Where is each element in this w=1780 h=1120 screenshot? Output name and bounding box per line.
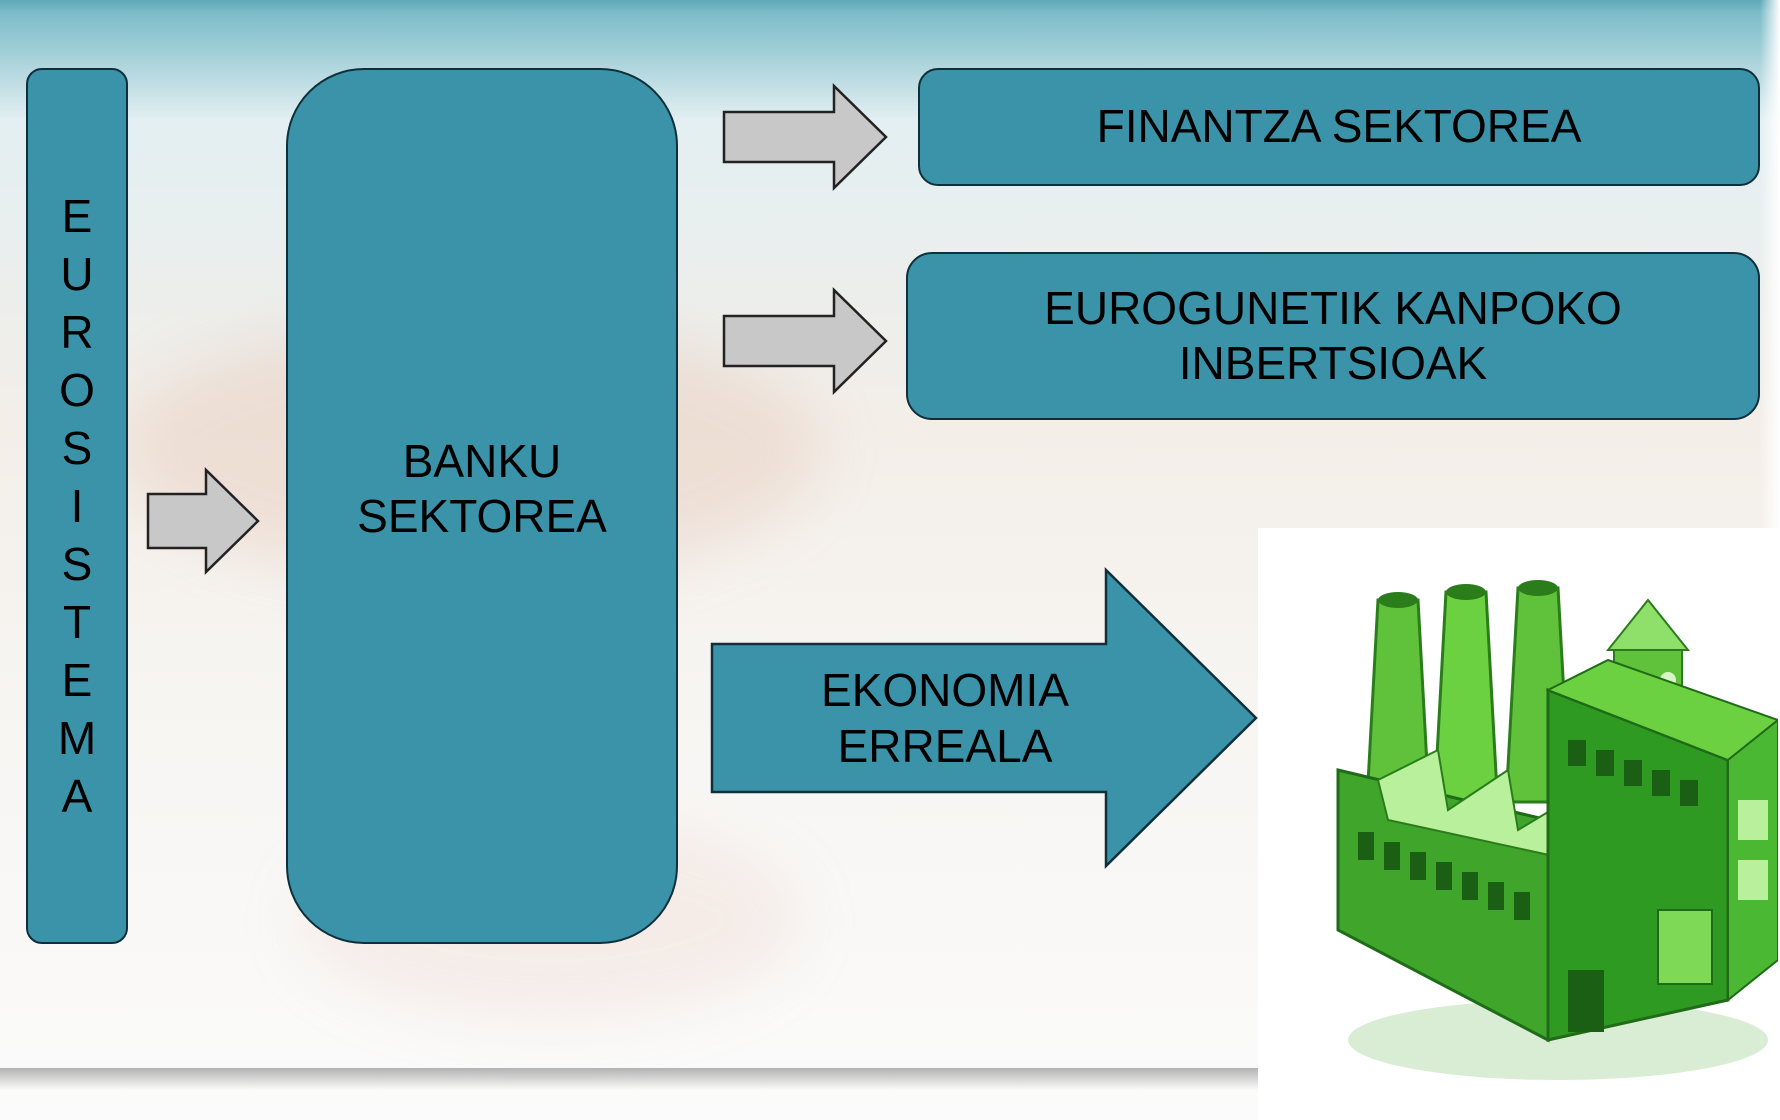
eurosistema-letter: M xyxy=(57,712,97,764)
eurosistema-letter: A xyxy=(61,770,93,822)
arrow-banku-to-eurogunetik xyxy=(722,287,888,395)
eurogunetik-label: EUROGUNETIK KANPOKO INBERTSIOAK xyxy=(1044,281,1622,391)
arrow-eurosistema-to-banku xyxy=(146,467,260,575)
finantza-sektorea-label: FINANTZA SEKTOREA xyxy=(1096,100,1582,153)
ekonomia-erreala-line: ERREALA xyxy=(837,720,1053,772)
factory-chimney xyxy=(1432,584,1500,812)
eurosistema-letter: O xyxy=(59,364,95,416)
factory-panel-right-edge xyxy=(1760,0,1780,528)
eurosistema-letter: E xyxy=(61,190,93,242)
factory-icon xyxy=(1336,580,1778,1080)
eurosistema-label: E U R O S I S T E M A xyxy=(58,187,96,825)
arrow-banku-to-finantza xyxy=(722,83,888,191)
banku-sektorea-label: BANKU SEKTOREA xyxy=(357,434,607,544)
slide-shadow xyxy=(0,1068,1260,1090)
eurosistema-letter: S xyxy=(61,422,93,474)
eurogunetik-box: EUROGUNETIK KANPOKO INBERTSIOAK xyxy=(906,252,1760,420)
eurosistema-letter: I xyxy=(70,480,84,532)
ekonomia-erreala-label: EKONOMIA ERREALA xyxy=(760,662,1130,774)
eurosistema-letter: U xyxy=(60,248,94,300)
ekonomia-erreala-arrow xyxy=(710,567,1258,869)
banku-sektorea-box: BANKU SEKTOREA xyxy=(286,68,678,944)
eurosistema-letter: S xyxy=(61,538,93,590)
eurogunetik-line: EUROGUNETIK KANPOKO xyxy=(1044,281,1622,334)
eurosistema-letter: R xyxy=(60,306,94,358)
eurosistema-letter: E xyxy=(61,654,93,706)
banku-sektorea-line: SEKTOREA xyxy=(357,490,607,542)
finantza-sektorea-box: FINANTZA SEKTOREA xyxy=(918,68,1760,186)
eurosistema-box: E U R O S I S T E M A xyxy=(26,68,128,944)
eurosistema-letter: T xyxy=(62,596,92,648)
banku-sektorea-line: BANKU xyxy=(402,434,562,487)
eurogunetik-line: INBERTSIOAK xyxy=(1178,337,1488,389)
ekonomia-erreala-line: EKONOMIA xyxy=(821,664,1069,716)
